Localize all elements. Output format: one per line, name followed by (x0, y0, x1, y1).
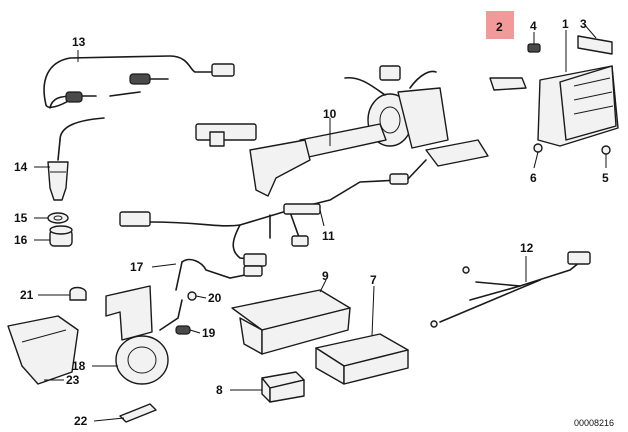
screw-6[interactable] (533, 143, 543, 153)
steering-column-switch-10[interactable] (249, 65, 449, 197)
callout-9[interactable]: 9 (322, 269, 329, 283)
callout-20[interactable]: 20 (208, 291, 222, 305)
callout-18[interactable]: 18 (72, 359, 86, 373)
module-7[interactable] (315, 333, 409, 385)
callout-3[interactable]: 3 (580, 17, 587, 31)
callout-14[interactable]: 14 (14, 160, 28, 174)
washer-15[interactable] (47, 212, 69, 224)
clip-20[interactable] (187, 291, 197, 301)
socket-16[interactable] (49, 225, 73, 247)
callout-4[interactable]: 4 (530, 19, 537, 33)
leader-lines (34, 23, 607, 422)
callout-23[interactable]: 23 (66, 373, 80, 387)
callout-16[interactable]: 16 (14, 233, 28, 247)
horn-18[interactable] (115, 299, 183, 385)
callout-10[interactable]: 10 (323, 107, 337, 121)
callout-19[interactable]: 19 (202, 326, 216, 340)
connector-left[interactable] (195, 123, 257, 147)
callout-15[interactable]: 15 (14, 211, 28, 225)
bulb-4[interactable] (527, 43, 541, 53)
nut-5[interactable] (601, 145, 611, 155)
clip-21[interactable] (69, 286, 87, 301)
callout-22[interactable]: 22 (74, 414, 88, 428)
callout-labels: 13 14 15 16 10 11 2 4 1 3 6 5 12 17 9 7 … (14, 17, 609, 428)
mounting-bracket[interactable] (105, 285, 153, 341)
connector-right[interactable] (425, 139, 489, 167)
grommet-19[interactable] (175, 325, 191, 335)
relay-2[interactable] (489, 77, 527, 91)
callout-7[interactable]: 7 (370, 273, 377, 287)
callout-5[interactable]: 5 (602, 171, 609, 185)
callout-2[interactable]: 2 (496, 20, 503, 34)
cover-23[interactable] (7, 315, 79, 385)
callout-6[interactable]: 6 (530, 171, 537, 185)
control-unit-1[interactable] (537, 65, 619, 147)
callout-17[interactable]: 17 (130, 260, 144, 274)
callout-12[interactable]: 12 (520, 241, 534, 255)
callout-8[interactable]: 8 (216, 383, 223, 397)
bracket-9[interactable] (231, 289, 351, 355)
sensor-cable-17[interactable] (175, 258, 263, 291)
callout-2-highlight[interactable] (486, 11, 514, 39)
wire-harness-13[interactable] (43, 55, 235, 141)
callout-11[interactable]: 11 (322, 229, 335, 243)
callout-1[interactable]: 1 (562, 17, 569, 31)
cable-harness-11[interactable] (119, 159, 427, 267)
strap-22[interactable] (119, 403, 157, 423)
callout-13[interactable]: 13 (72, 35, 86, 49)
cover-strip-3[interactable] (577, 35, 613, 55)
document-number: 00008216 (574, 418, 614, 428)
relay-8[interactable] (261, 371, 305, 403)
callout-21[interactable]: 21 (20, 288, 34, 302)
sensor-14[interactable] (47, 139, 69, 201)
wire-harness-12[interactable] (430, 251, 591, 328)
